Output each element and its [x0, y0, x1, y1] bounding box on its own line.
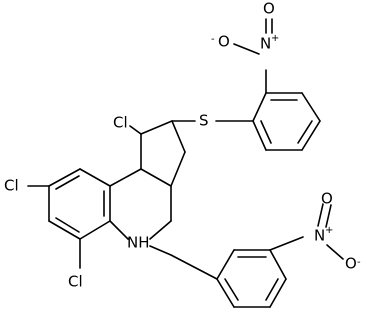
atom-n-right: N: [314, 227, 325, 245]
atom-cl-top: Cl: [113, 114, 128, 132]
lower-phenyl-ring: [216, 249, 287, 308]
atom-o-right-minus: O: [345, 255, 357, 273]
atom-o-top-minus: O: [218, 33, 230, 51]
charge-o-top-minus: -: [211, 34, 215, 45]
bond-ring-to-lower-phenyl: [170, 254, 218, 280]
atom-o-top-eq: O: [263, 0, 275, 18]
atom-o-right-eq: O: [321, 190, 333, 208]
upper-nitro-group: [233, 18, 273, 94]
bond-cl-top: [129, 125, 142, 135]
charge-n-right: +: [325, 225, 333, 236]
charge-n-top: +: [271, 33, 279, 44]
atom-n-top: N: [260, 35, 271, 53]
piperidine-ring: [109, 168, 172, 240]
lower-nitro-group: [269, 203, 344, 260]
atom-nh: NH: [127, 234, 150, 252]
atom-s: S: [199, 112, 209, 130]
atom-cl-left: Cl: [4, 177, 19, 195]
bond-c4-n: [149, 245, 172, 256]
cyclopentane-ring: [140, 120, 186, 187]
atom-cl-bottom: Cl: [68, 273, 83, 291]
charge-o-right-minus: -: [357, 257, 361, 268]
upper-phenyl-ring: [252, 92, 321, 151]
chloro-benzene-ring: [48, 168, 111, 240]
